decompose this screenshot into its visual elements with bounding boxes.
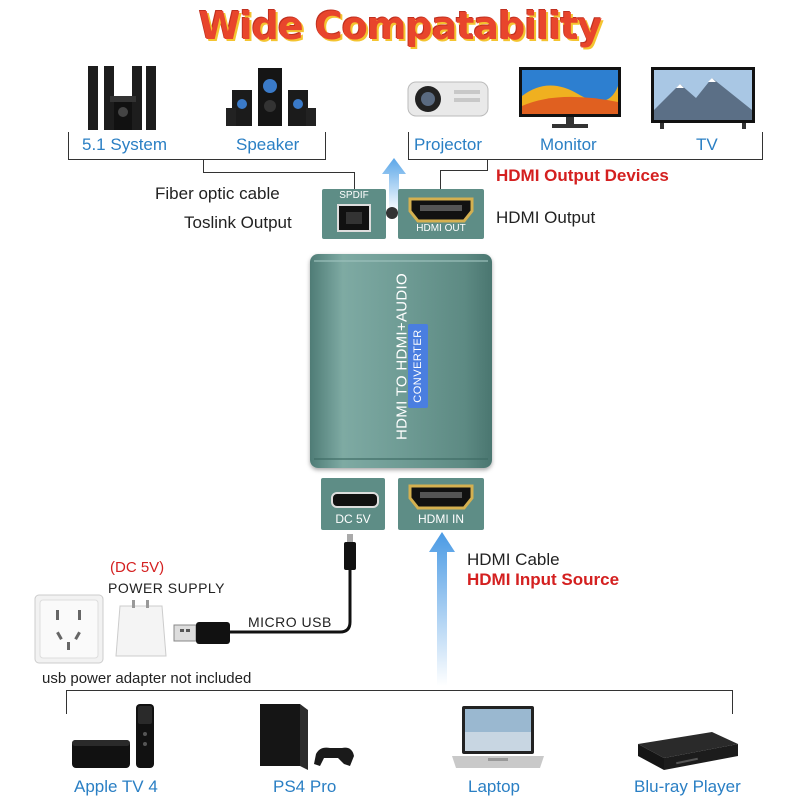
optical-port-icon bbox=[336, 203, 372, 233]
usb-plug-icon bbox=[172, 618, 232, 648]
connector-line bbox=[408, 159, 763, 160]
connector-line bbox=[762, 132, 763, 160]
connector-line bbox=[68, 159, 326, 160]
page-title: Wide Compatability bbox=[0, 4, 800, 48]
dc-label: (DC 5V) bbox=[110, 559, 164, 576]
connector-line bbox=[66, 690, 733, 691]
hdmi-out-port: HDMI OUT bbox=[398, 189, 484, 239]
connector-line bbox=[68, 132, 69, 160]
bluray-player-icon bbox=[636, 730, 740, 774]
monitor-icon bbox=[518, 66, 622, 130]
bluray-label: Blu-ray Player bbox=[634, 777, 741, 797]
ps4-icon bbox=[250, 700, 360, 772]
hdmi-input-source-label: HDMI Input Source bbox=[467, 570, 619, 590]
dc-port: DC 5V bbox=[321, 478, 385, 530]
fiber-cable-label: Fiber optic cable bbox=[155, 184, 280, 204]
apple-tv-icon bbox=[70, 700, 170, 772]
apple-tv-label: Apple TV 4 bbox=[74, 777, 158, 797]
laptop-label: Laptop bbox=[468, 777, 520, 797]
screw bbox=[386, 207, 398, 219]
spdif-port-label: SPDIF bbox=[322, 190, 386, 201]
connector-line bbox=[732, 690, 733, 714]
connector-line bbox=[66, 690, 67, 714]
input-arrow-icon bbox=[427, 530, 457, 686]
connector-line bbox=[203, 172, 355, 173]
spdif-port: SPDIF bbox=[322, 189, 386, 239]
hdmi-port-icon bbox=[408, 484, 474, 510]
laptop-icon bbox=[448, 702, 548, 772]
speaker-label: Speaker bbox=[236, 135, 299, 155]
monitor-label: Monitor bbox=[540, 135, 597, 155]
connector-line bbox=[408, 132, 409, 160]
connector-line bbox=[440, 170, 488, 171]
micro-usb-label: MICRO USB bbox=[248, 614, 332, 630]
power-supply-label: POWER SUPPLY bbox=[108, 580, 225, 596]
connector-line bbox=[325, 132, 326, 160]
connector-line bbox=[203, 159, 204, 173]
converter-sub-label: CONVERTER bbox=[412, 316, 424, 416]
hdmi-in-port: HDMI IN bbox=[398, 478, 484, 530]
usb-c-port-icon bbox=[331, 492, 379, 508]
hdmi-out-label: HDMI OUT bbox=[398, 223, 484, 234]
speaker-icon bbox=[226, 64, 316, 130]
converter-device: HDMI TO HDMI+AUDIO CONVERTER bbox=[310, 254, 492, 468]
system-label: 5.1 System bbox=[82, 135, 167, 155]
dc-port-label: DC 5V bbox=[321, 512, 385, 526]
connector-line bbox=[354, 172, 355, 190]
hdmi-in-label: HDMI IN bbox=[398, 512, 484, 526]
projector-icon bbox=[404, 74, 492, 124]
tv-icon bbox=[650, 66, 756, 130]
wall-socket-icon bbox=[34, 594, 104, 664]
tv-label: TV bbox=[696, 135, 718, 155]
hdmi-output-devices-label: HDMI Output Devices bbox=[496, 166, 669, 186]
surround-system-icon bbox=[82, 62, 162, 132]
power-adapter-icon bbox=[110, 600, 172, 662]
projector-label: Projector bbox=[414, 135, 482, 155]
hdmi-output-label: HDMI Output bbox=[496, 208, 595, 228]
hdmi-cable-label: HDMI Cable bbox=[467, 550, 560, 570]
ps4-label: PS4 Pro bbox=[273, 777, 336, 797]
hdmi-port-icon bbox=[408, 197, 474, 223]
adapter-note: usb power adapter not included bbox=[42, 670, 251, 687]
toslink-label: Toslink Output bbox=[184, 213, 292, 233]
connector-line bbox=[440, 170, 441, 190]
